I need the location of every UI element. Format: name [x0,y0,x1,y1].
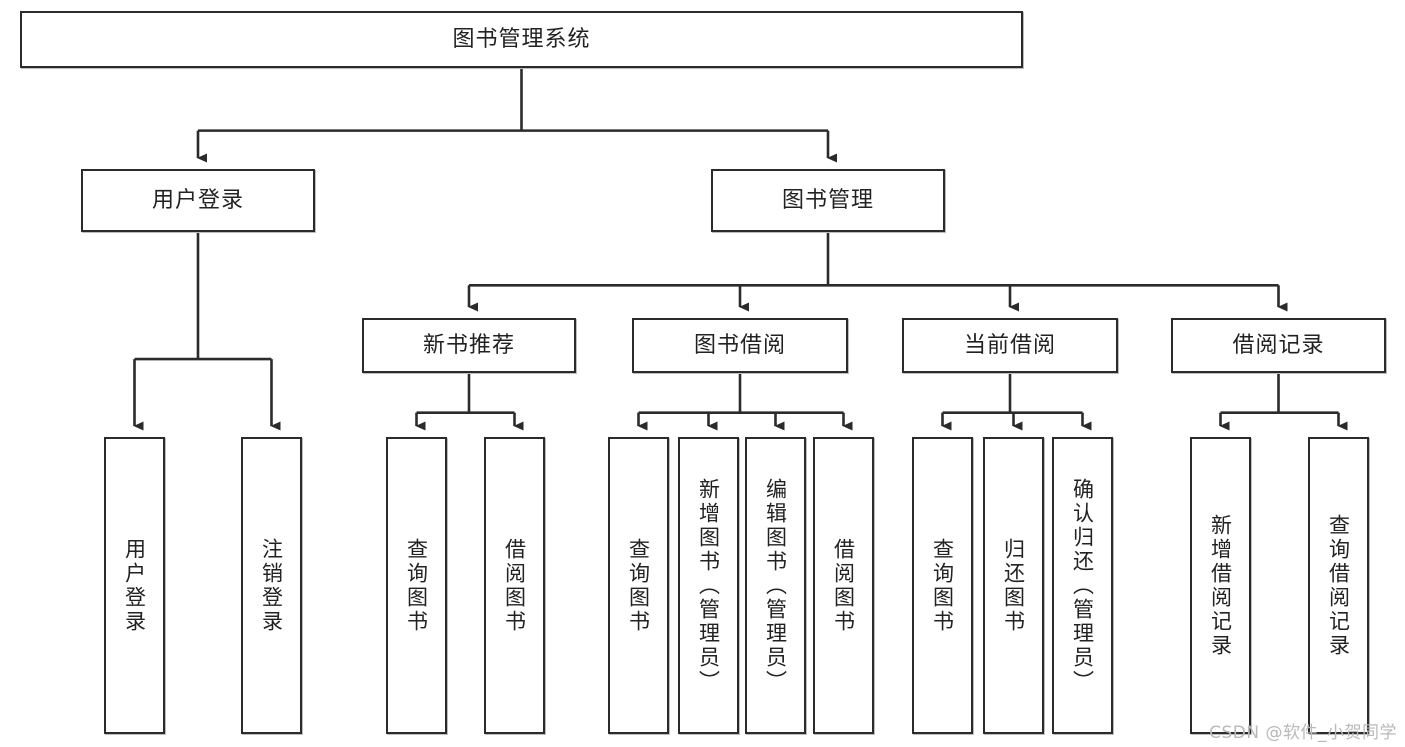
node-borrow[interactable]: 图书借阅 [632,318,848,373]
node-records[interactable]: 借阅记录 [1171,318,1386,373]
node-leaf-7[interactable]: 编辑图书（管理员） [745,437,806,734]
node-login[interactable]: 用户登录 [81,169,315,232]
node-label: 注销登录 [259,537,284,634]
node-root[interactable]: 图书管理系统 [20,11,1023,68]
node-bookmgmt[interactable]: 图书管理 [711,169,945,232]
watermark-text: CSDN @软件_小贺同学 [1209,723,1397,743]
node-label: 图书借阅 [693,332,786,358]
node-label: 编辑图书（管理员） [763,477,788,694]
node-label: 新增借阅记录 [1208,513,1233,658]
node-label: 新增图书（管理员） [696,477,721,694]
node-leaf-5[interactable]: 查询图书 [608,437,669,734]
node-label: 查询图书 [404,537,429,634]
node-leaf-2[interactable]: 注销登录 [241,437,302,734]
node-label: 归还图书 [1001,537,1026,634]
node-label: 借阅图书 [502,537,527,634]
node-leaf-9[interactable]: 查询图书 [912,437,973,734]
node-label: 用户登录 [151,187,244,213]
node-newbook[interactable]: 新书推荐 [362,318,576,373]
node-leaf-8[interactable]: 借阅图书 [813,437,874,734]
node-label: 图书管理系统 [452,26,591,52]
node-label: 查询图书 [626,537,651,634]
node-label: 借阅记录 [1232,332,1325,358]
node-label: 借阅图书 [831,537,856,634]
node-label: 新书推荐 [422,332,515,358]
node-leaf-12[interactable]: 新增借阅记录 [1190,437,1251,734]
node-leaf-6[interactable]: 新增图书（管理员） [678,437,739,734]
node-label: 当前借阅 [963,332,1056,358]
node-label: 确认归还（管理员） [1070,477,1095,694]
node-leaf-1[interactable]: 用户登录 [104,437,165,734]
node-leaf-13[interactable]: 查询借阅记录 [1308,437,1369,734]
node-label: 查询借阅记录 [1326,513,1351,658]
node-current[interactable]: 当前借阅 [902,318,1118,373]
node-label: 用户登录 [122,537,147,634]
node-leaf-11[interactable]: 确认归还（管理员） [1052,437,1113,734]
node-leaf-4[interactable]: 借阅图书 [484,437,545,734]
node-leaf-10[interactable]: 归还图书 [983,437,1044,734]
node-label: 查询图书 [930,537,955,634]
node-label: 图书管理 [781,187,874,213]
node-leaf-3[interactable]: 查询图书 [386,437,447,734]
